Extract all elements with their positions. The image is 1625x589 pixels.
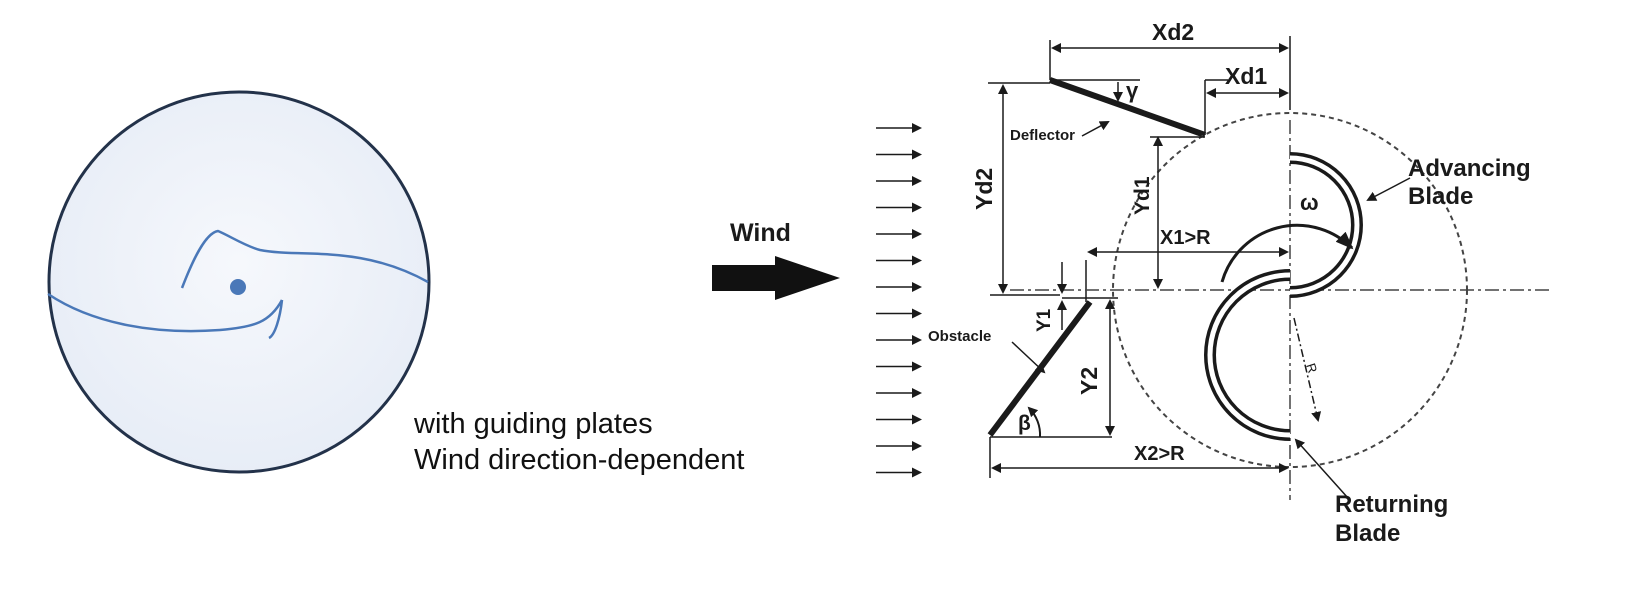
rotor-assembly	[1010, 112, 1550, 500]
omega-label: ω	[1300, 190, 1319, 215]
y2-label: Y2	[1076, 367, 1102, 395]
advancing-leader	[1366, 177, 1411, 201]
yd2-label: Yd2	[971, 168, 997, 210]
incoming-flow-arrows	[876, 123, 922, 478]
obstacle-leader	[1011, 341, 1046, 374]
deflector-assembly	[1048, 77, 1228, 138]
xd2-label: Xd2	[1152, 19, 1194, 45]
beta-arc	[1027, 406, 1042, 438]
dimension-lines	[988, 36, 1291, 478]
blade-curve-left	[180, 229, 429, 289]
returning-label-line1: Returning	[1335, 491, 1448, 518]
gamma-label: γ	[1126, 78, 1139, 103]
advancing-blade-inner	[1289, 155, 1360, 295]
rotor-shaft	[230, 279, 246, 295]
blade-curve-right	[268, 299, 284, 340]
returning-label-line2: Blade	[1335, 520, 1400, 547]
rotation-arrow	[1220, 223, 1354, 283]
guide-plate-curve	[47, 292, 284, 333]
radius-line	[1293, 317, 1322, 422]
caption-line-1: with guiding plates	[414, 408, 653, 440]
wind-arrow	[712, 256, 840, 300]
xd1-label: Xd1	[1225, 63, 1267, 89]
caption-line-2: Wind direction-dependent	[414, 444, 745, 476]
advancing-label-line1: Advancing	[1408, 155, 1531, 182]
y1-label: Y1	[1034, 308, 1055, 332]
returning-blade-inner	[1207, 272, 1291, 438]
returning-leader	[1294, 438, 1349, 499]
deflector-label: Deflector	[1010, 127, 1075, 144]
wind-indicator: Wind	[712, 219, 840, 300]
obstacle-label: Obstacle	[928, 328, 991, 345]
wind-label: Wind	[730, 219, 791, 247]
returning-blade	[1204, 269, 1291, 441]
diagram-labels: Xd2 Xd1 γ Deflector Yd2 Yd1 X1>R ω Y1 Ob…	[928, 19, 1531, 547]
obstacle-assembly	[987, 260, 1118, 438]
yd1-label: Yd1	[1131, 176, 1154, 215]
beta-label: β	[1018, 412, 1031, 435]
rotor-disc-diagram	[47, 90, 431, 474]
deflector-leader	[1081, 121, 1110, 137]
x2-label: X2>R	[1134, 443, 1185, 465]
advancing-label-line2: Blade	[1408, 183, 1473, 210]
deflector-plate	[1048, 77, 1207, 138]
label-leaders	[1011, 121, 1411, 499]
radius-label: R	[1303, 361, 1320, 375]
x1-label: X1>R	[1160, 227, 1211, 249]
